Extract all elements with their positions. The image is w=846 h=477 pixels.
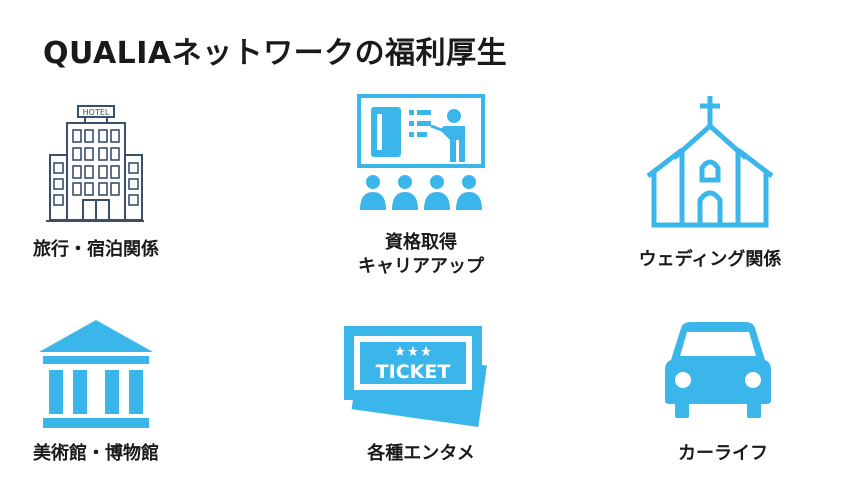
benefit-label-travel: 旅行・宿泊関係 [33, 239, 159, 260]
benefit-label-entertainment: 各種エンタメ [367, 443, 475, 464]
hotel-icon: HOTEL [46, 105, 144, 222]
museum-icon [39, 320, 153, 428]
ticket-text: TICKET [376, 361, 451, 383]
benefit-label-line: 資格取得 [385, 232, 457, 253]
benefit-label-carlife: カーライフ [678, 443, 768, 464]
church-icon [646, 96, 774, 228]
benefit-label-museum: 美術館・博物館 [33, 443, 159, 464]
page-title: QUALIAネットワークの福利厚生 [43, 36, 508, 71]
ticket-icon: TICKET [344, 326, 487, 427]
seminar-icon [357, 94, 485, 210]
benefit-label-wedding: ウェディング関係 [638, 249, 782, 270]
benefit-label-line: キャリアアップ [358, 256, 484, 277]
hotel-sign: HOTEL [83, 108, 110, 117]
benefit-label-qualification: 資格取得 キャリアアップ [336, 231, 506, 279]
car-icon [665, 322, 771, 418]
